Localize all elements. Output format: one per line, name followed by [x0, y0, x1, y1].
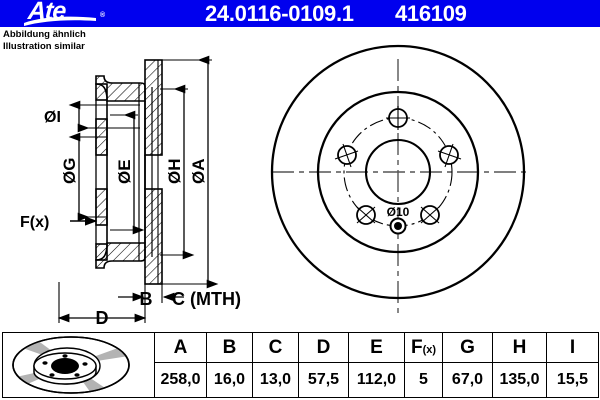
bolt-hole-1 — [386, 106, 410, 130]
table-header-fx-main: F — [410, 336, 423, 358]
dimension-dia-g: ØG — [60, 132, 107, 222]
table-value-row: 258,0 16,0 13,0 57,5 112,0 5 67,0 135,0 … — [3, 362, 599, 398]
dimension-d: D — [57, 282, 147, 328]
bolt-hole-3 — [420, 205, 440, 225]
table-value-g: 67,0 — [442, 362, 493, 398]
specification-table: A B C D E F(x) G H I 258,0 16,0 13,0 57,… — [2, 331, 599, 398]
table-header-a: A — [154, 331, 207, 364]
dimension-dia-a: ØA — [162, 55, 219, 289]
table-header-h: H — [492, 331, 547, 364]
dimension-label-dia-i: ØI — [44, 109, 61, 126]
front-circle-bore-dia-g — [364, 138, 432, 206]
dimension-b: B — [118, 284, 184, 309]
dimension-label-d: D — [96, 308, 109, 327]
disclaimer-line-en: Illustration similar — [3, 40, 85, 52]
table-header-fx: F(x) — [404, 331, 443, 364]
illustration-disclaimer: Abbildung ähnlich Illustration similar — [3, 29, 86, 52]
drawing-svg: ØI ØG ØE — [20, 44, 527, 328]
dimension-label-dia-a: ØA — [189, 159, 208, 185]
dimension-label-dia-e: ØE — [115, 159, 134, 184]
table-value-b: 16,0 — [206, 362, 253, 398]
front-view: Ø10 — [270, 44, 527, 316]
locating-hole-dia-10 — [389, 217, 407, 235]
dimension-label-force: F(x) — [20, 214, 49, 231]
dimension-dia-e: ØE — [110, 110, 145, 235]
table-value-a: 258,0 — [154, 362, 207, 398]
section-hat-wall-upper — [95, 83, 108, 156]
part-number: 24.0116-0109.1 — [205, 1, 354, 26]
table-header-i: I — [546, 331, 599, 364]
locating-hole-label: Ø10 — [387, 205, 410, 219]
table-header-c: C — [252, 331, 299, 364]
table-value-c: 13,0 — [252, 362, 299, 398]
front-circle-dia-h — [316, 90, 480, 254]
table-value-h: 135,0 — [492, 362, 547, 398]
ate-logo-swoosh — [24, 16, 96, 26]
dimension-label-dia-g: ØG — [60, 158, 79, 184]
table-value-d: 57,5 — [298, 362, 349, 398]
header-banner: Ate ® 24.0116-0109.1 416109 — [0, 0, 600, 27]
technical-drawing: ØI ØG ØE — [0, 27, 600, 328]
front-circle-outer-dia-a — [270, 44, 526, 300]
table-header-row: A B C D E F(x) G H I — [2, 331, 599, 398]
section-friction-ring-upper — [144, 59, 163, 156]
dimension-c-mth: C (MTH) — [172, 289, 241, 309]
bolt-hole-5 — [334, 143, 359, 168]
table-value-fx: 5 — [404, 362, 443, 398]
dimension-dia-i: ØI — [44, 100, 140, 133]
section-hat-wall-lower — [95, 188, 108, 261]
disclaimer-line-de: Abbildung ähnlich — [3, 29, 86, 40]
brake-disc-3d-thumbnail — [12, 336, 130, 394]
table-header-e: E — [348, 331, 405, 364]
section-view: ØI ØG ØE — [20, 55, 241, 328]
dimension-label-b: B — [140, 289, 153, 309]
table-value-e: 112,0 — [348, 362, 405, 398]
table-value-i: 15,5 — [546, 362, 599, 398]
dimension-dia-h: ØH — [160, 84, 195, 260]
ate-logo-text: Ate — [27, 0, 67, 25]
table-header-fx-sub: (x) — [422, 343, 437, 356]
reference-number: 416109 — [395, 1, 467, 26]
dimension-label-c: C (MTH) — [172, 289, 241, 309]
product-thumbnail-cell — [2, 332, 155, 398]
table-header-d: D — [298, 331, 349, 364]
ate-logo: Ate ® — [22, 0, 122, 26]
table-header-b: B — [206, 331, 253, 364]
annotation-force-fx: F(x) — [20, 214, 98, 231]
dimension-label-dia-h: ØH — [165, 159, 184, 185]
front-view-centerlines — [272, 59, 527, 316]
bolt-hole-4 — [356, 205, 376, 225]
table-header-g: G — [442, 331, 493, 364]
bolt-hole-2 — [437, 143, 462, 168]
ate-logo-registered-mark: ® — [100, 12, 106, 19]
section-friction-ring-lower — [144, 188, 163, 285]
